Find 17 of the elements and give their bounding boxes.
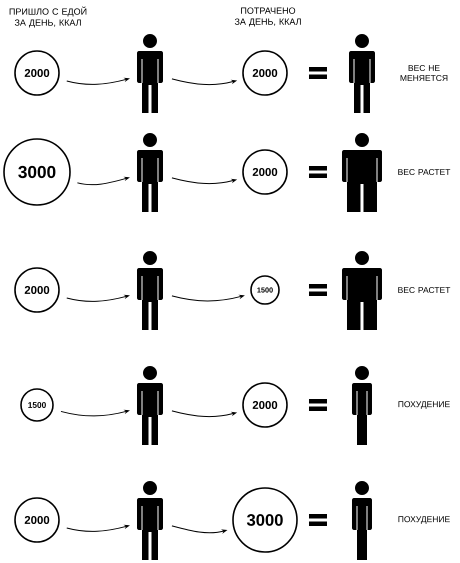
column-header: ПРИШЛО С ЕДОЙ ЗА ДЕНЬ, ККАЛ <box>10 6 86 28</box>
person-figure <box>352 366 372 445</box>
person-figure <box>349 34 375 113</box>
result-label: ПОХУДЕНИЕ <box>398 516 450 524</box>
person-figure <box>137 481 163 560</box>
person-figure <box>137 366 163 445</box>
person-figure <box>342 133 382 212</box>
person-figure <box>352 481 372 560</box>
result-label: ВЕС НЕ МЕНЯЕТСЯ <box>400 65 448 82</box>
person-figure <box>137 34 163 113</box>
result-label: ВЕС РАСТЕТ <box>398 169 450 175</box>
person-figure <box>137 251 163 330</box>
result-label: ВЕС РАСТЕТ <box>398 287 450 293</box>
result-label: ПОХУДЕНИЕ <box>398 401 450 409</box>
person-figure <box>137 133 163 212</box>
person-figure <box>342 251 382 330</box>
column-header: ПОТРАЧЕНО ЗА ДЕНЬ, ККАЛ <box>234 7 301 27</box>
